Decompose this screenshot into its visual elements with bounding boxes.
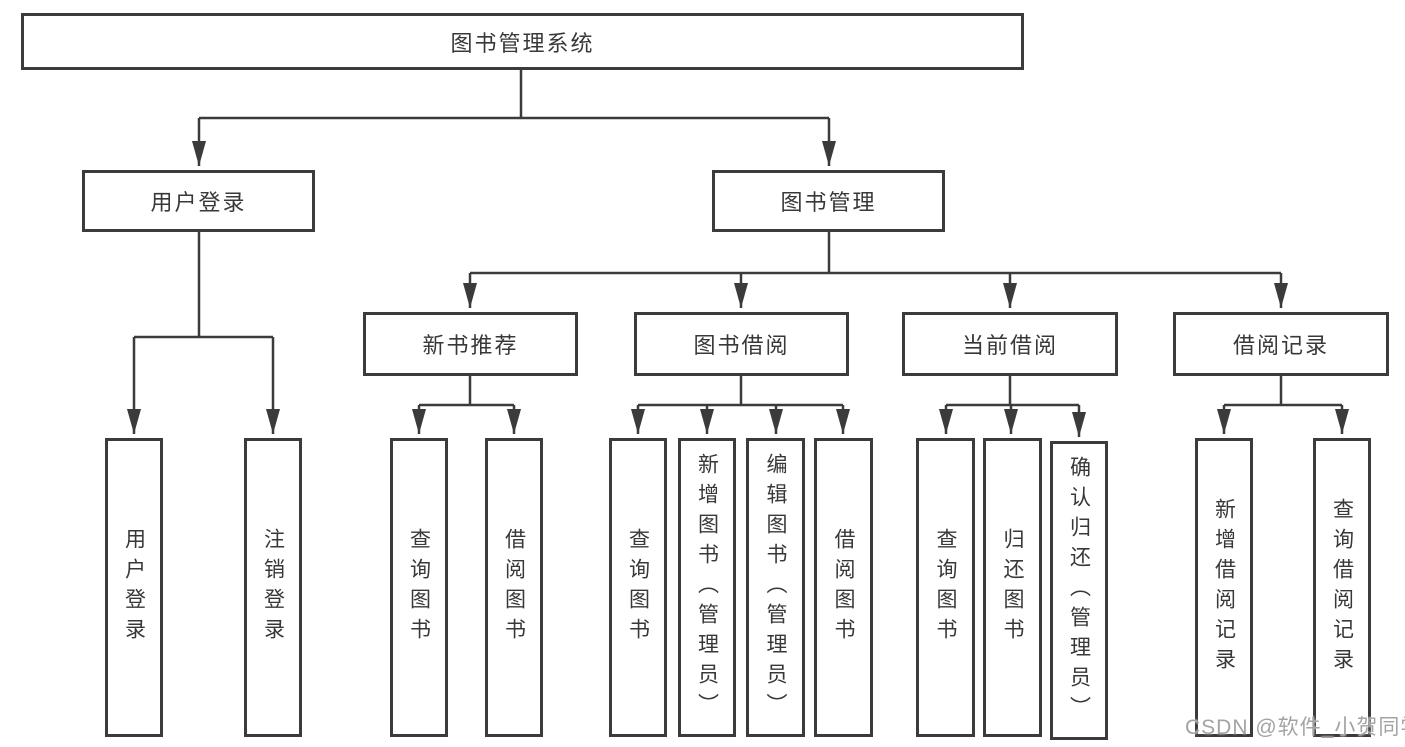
- node-label: 图书管理: [780, 190, 877, 215]
- leaf-label: 用户登录: [122, 527, 146, 648]
- leaf-label: 确认归还（管理员）: [1067, 455, 1091, 726]
- node-label: 新书推荐: [422, 333, 519, 358]
- leaf-label: 新增借阅记录: [1212, 497, 1236, 678]
- node-book-borrowing: 图书借阅: [634, 312, 849, 376]
- leaf-logout: 注销登录: [244, 438, 302, 737]
- node-borrowing-records: 借阅记录: [1173, 312, 1389, 376]
- leaf-label: 查询图书: [934, 527, 957, 648]
- leaf-add-book-admin: 新增图书（管理员）: [678, 438, 736, 737]
- node-label: 当前借阅: [961, 333, 1058, 358]
- leaf-confirm-return-admin: 确认归还（管理员）: [1050, 441, 1108, 740]
- leaf-label: 借阅图书: [832, 527, 855, 648]
- leaf-query-borrow-record: 查询借阅记录: [1313, 438, 1371, 737]
- leaf-label: 编辑图书（管理员）: [764, 452, 787, 723]
- leaf-label: 借阅图书: [502, 527, 526, 648]
- leaf-query-books-current: 查询图书: [916, 438, 975, 737]
- leaf-label: 查询图书: [626, 527, 650, 648]
- leaf-label: 查询借阅记录: [1330, 497, 1354, 678]
- leaf-borrow-books-recommend: 借阅图书: [485, 438, 543, 737]
- node-user-login: 用户登录: [82, 170, 315, 232]
- leaf-user-login: 用户登录: [105, 438, 163, 737]
- node-label: 借阅记录: [1232, 333, 1329, 358]
- node-new-book-recommendation: 新书推荐: [363, 312, 578, 376]
- leaf-label: 查询图书: [407, 527, 431, 648]
- node-label: 图书借阅: [693, 333, 790, 358]
- leaf-label: 注销登录: [261, 527, 285, 648]
- csdn-watermark: CSDN @软件_小贺同学: [1185, 716, 1405, 739]
- leaf-edit-book-admin: 编辑图书（管理员）: [746, 438, 805, 737]
- leaf-query-books-borrowing: 查询图书: [609, 438, 667, 737]
- leaf-borrow-books-borrowing: 借阅图书: [814, 438, 873, 737]
- leaf-label: 归还图书: [1001, 527, 1024, 648]
- leaf-label: 新增图书（管理员）: [695, 452, 719, 723]
- leaf-return-book: 归还图书: [983, 438, 1042, 737]
- node-label: 图书管理系统: [450, 30, 595, 56]
- node-current-borrowing: 当前借阅: [902, 312, 1118, 376]
- leaf-query-books-recommend: 查询图书: [390, 438, 448, 737]
- node-library-management-system: 图书管理系统: [21, 13, 1024, 70]
- node-label: 用户登录: [150, 190, 247, 215]
- node-book-management: 图书管理: [712, 170, 945, 232]
- leaf-add-borrow-record: 新增借阅记录: [1195, 438, 1253, 737]
